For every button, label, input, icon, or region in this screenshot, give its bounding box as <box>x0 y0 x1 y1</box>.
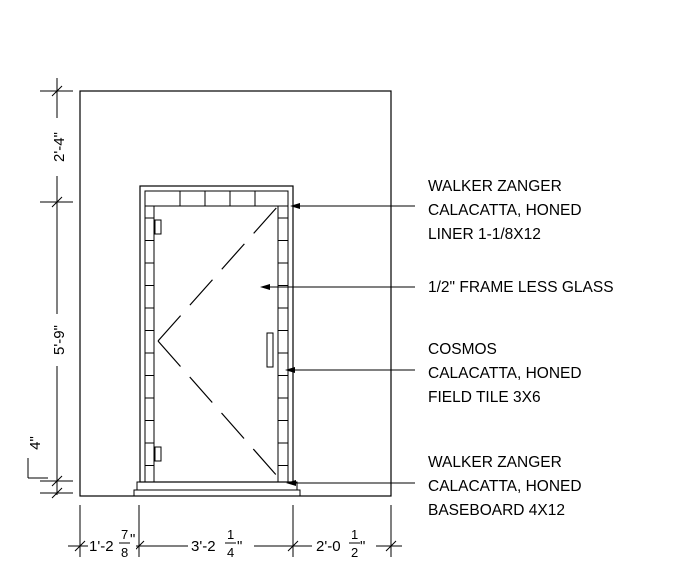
label-bg-center <box>188 528 254 562</box>
leader-liner-arrow <box>290 203 300 209</box>
dim-right-den: 2 <box>351 545 358 560</box>
callout-liner-line2: CALACATTA, HONED <box>428 202 582 219</box>
door-swing-upper <box>157 205 279 342</box>
leader-baseboard-arrow <box>286 480 296 486</box>
dim-center-unit: " <box>237 538 242 555</box>
leader-field-tile-arrow <box>285 367 295 373</box>
callout-field-line1: COSMOS <box>428 341 497 358</box>
label-bg-top <box>49 118 65 176</box>
tick-mid <box>51 196 63 208</box>
curb-base <box>133 489 301 497</box>
callout-baseboard-line1: WALKER ZANGER <box>428 454 562 471</box>
callout-glass-line1: 1/2" FRAME LESS GLASS <box>428 279 614 296</box>
htick-3 <box>287 540 299 552</box>
left-field-tile-column <box>145 217 154 466</box>
htick-1 <box>74 540 86 552</box>
label-bg-left <box>88 528 136 562</box>
tick-top <box>51 85 63 97</box>
dim-left-num: 7 <box>121 527 128 542</box>
htick-4 <box>385 540 397 552</box>
dim-center-den: 4 <box>227 545 234 560</box>
vertical-dimension: 2'-4" 5'-9" 4" <box>27 78 73 499</box>
dim-left-den: 8 <box>121 545 128 560</box>
callout-field-line3: FIELD TILE 3X6 <box>428 389 541 406</box>
callout-field-line2: CALACATTA, HONED <box>428 365 582 382</box>
dim-center-whole: 3'-2 <box>191 538 216 555</box>
leader-glass-arrow <box>260 284 270 290</box>
shower-opening <box>139 185 294 483</box>
tick-bottom <box>51 487 63 499</box>
dim-right-whole: 2'-0 <box>316 538 341 555</box>
callout-baseboard: WALKER ZANGER CALACATTA, HONED BASEBOARD… <box>428 454 582 519</box>
callout-baseboard-line2: CALACATTA, HONED <box>428 478 582 495</box>
curb-top <box>136 481 298 491</box>
dim-right-num: 1 <box>351 527 358 542</box>
door-swing-lower <box>157 340 279 478</box>
right-field-tile-column <box>278 217 288 466</box>
wall-outline <box>79 90 392 497</box>
liner-tile-joints <box>179 191 256 206</box>
door-handle <box>266 332 274 368</box>
callout-glass: 1/2" FRAME LESS GLASS <box>428 279 614 296</box>
callout-liner: WALKER ZANGER CALACATTA, HONED LINER 1-1… <box>428 178 582 243</box>
horizontal-dimension: 1'-2 7 8 " 3'-2 1 4 " 2'-0 1 2 " <box>68 505 402 562</box>
tick-low <box>51 475 63 487</box>
callout-baseboard-line3: BASEBOARD 4X12 <box>428 502 565 519</box>
label-bg-mid <box>49 314 65 366</box>
upper-hinge <box>154 219 162 235</box>
callout-liner-line1: WALKER ZANGER <box>428 178 562 195</box>
dim-middle-label: 5'-9" <box>51 325 68 355</box>
opening-outer-frame <box>139 185 294 483</box>
dim-bottom-label: 4" <box>27 436 44 450</box>
callout-field-tile: COSMOS CALACATTA, HONED FIELD TILE 3X6 <box>428 341 582 406</box>
dim-top-label: 2'-4" <box>51 132 68 162</box>
glass-panel <box>153 205 279 483</box>
dim-center-num: 1 <box>227 527 234 542</box>
label-bg-right <box>312 528 376 562</box>
callout-liner-line3: LINER 1-1/8X12 <box>428 226 541 243</box>
callout-leaders <box>260 203 415 486</box>
dim-left-whole: 1'-2 <box>89 538 114 555</box>
lower-hinge <box>154 446 162 462</box>
dim-right-unit: " <box>360 538 365 555</box>
dim-left-unit: " <box>130 531 135 548</box>
